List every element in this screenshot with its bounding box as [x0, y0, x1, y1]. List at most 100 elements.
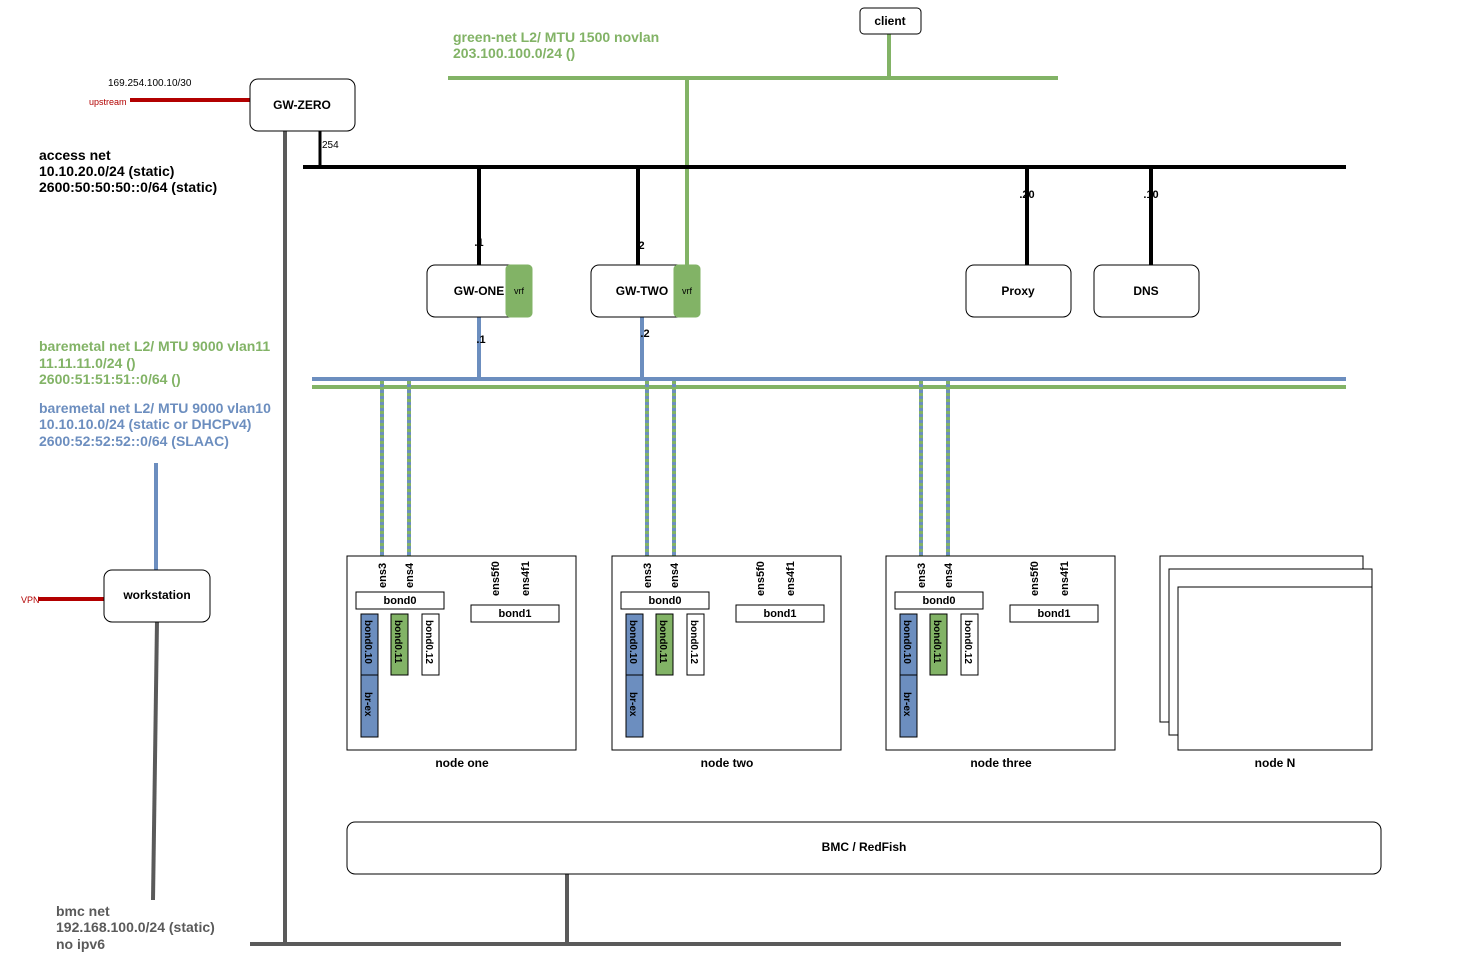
- ens3-label: ens3: [642, 563, 654, 588]
- dns-label: DNS: [1133, 284, 1158, 298]
- gw-one-label: GW-ONE: [454, 284, 504, 298]
- bond0-label: bond0: [649, 595, 682, 607]
- ens5f0-label: ens5f0: [1029, 561, 1041, 596]
- bond0-11-label: bond0.11: [392, 620, 403, 664]
- node-name: node three: [970, 756, 1032, 770]
- green-net-subnet: 203.100.100.0/24 (): [453, 45, 575, 61]
- bond0-11-box: [655, 613, 674, 676]
- bond0-box: [620, 591, 710, 610]
- workstation-bmc-link: [151, 620, 159, 901]
- ens5f0-label: ens5f0: [490, 561, 502, 596]
- node-name: node two: [701, 756, 754, 770]
- baremetal-green-subnet-v6: 2600:51:51:51::0/64 (): [39, 371, 181, 387]
- bond1-box: [1009, 604, 1099, 623]
- access-net-subnet-v4: 10.10.20.0/24 (static): [39, 163, 174, 179]
- ens3-label: ens3: [916, 563, 928, 588]
- ens4f1-label: ens4f1: [785, 561, 797, 596]
- bond0-11-label: bond0.11: [657, 620, 668, 664]
- bond1-box: [470, 604, 560, 623]
- gw-one-vrf-label: vrf: [514, 286, 524, 296]
- bond1-label: bond1: [1038, 608, 1071, 620]
- bond0-12-box: [960, 613, 979, 676]
- proxy-label: Proxy: [1001, 284, 1035, 298]
- ens3-label: ens3: [377, 563, 389, 588]
- gw-two-baremetal-ip: .2: [640, 328, 649, 340]
- bmc-redfish-box[interactable]: [346, 821, 1382, 875]
- node-box: [611, 555, 842, 751]
- bond1-label: bond1: [499, 608, 532, 620]
- baremetal-blue-subnet-v4: 10.10.10.0/24 (static or DHCPv4): [39, 416, 251, 432]
- ens4-label: ens4: [943, 562, 955, 588]
- bond0-12-box: [686, 613, 705, 676]
- bond0-11-box: [929, 613, 948, 676]
- gw-one-baremetal-ip: .1: [476, 334, 485, 346]
- bond0-11-label: bond0.11: [931, 620, 942, 664]
- ens4f1-label: ens4f1: [1059, 561, 1071, 596]
- access-net-title: access net: [39, 147, 111, 163]
- access-net-subnet-v6: 2600:50:50:50::0/64 (static): [39, 179, 217, 195]
- bond0-box: [894, 591, 984, 610]
- bond0-10-label: bond0.10: [901, 620, 912, 664]
- bond0-12-box: [421, 613, 440, 676]
- gw-zero-port: 254: [322, 140, 339, 151]
- gw-one-access-ip: .1: [474, 237, 483, 249]
- bond0-12-label: bond0.12: [688, 620, 699, 664]
- gw-two-access-ip: .2: [635, 240, 644, 252]
- node-box: [885, 555, 1116, 751]
- bmc-net-ipv6: no ipv6: [56, 936, 105, 952]
- node-n[interactable]: node N: [1159, 555, 1373, 770]
- baremetal-blue-title: baremetal net L2/ MTU 9000 vlan10: [39, 400, 271, 416]
- bond1-label: bond1: [764, 608, 797, 620]
- workstation-label: workstation: [122, 588, 190, 602]
- bond0-label: bond0: [384, 595, 417, 607]
- workstation-box[interactable]: [103, 569, 211, 623]
- bmc-redfish-label: BMC / RedFish: [822, 840, 907, 854]
- gw-two-vrf: [673, 264, 701, 318]
- gw-two-label: GW-TWO: [616, 284, 668, 298]
- bmc-net-title: bmc net: [56, 903, 110, 919]
- node-two-ens3-link: [645, 379, 649, 557]
- bond0-10-label: bond0.10: [362, 620, 373, 664]
- dns-box[interactable]: [1093, 264, 1200, 318]
- node-n-stack-front: [1177, 586, 1373, 751]
- br-ex-label: br-ex: [362, 692, 373, 717]
- node-three-ens4-link: [946, 379, 950, 557]
- node-one-ens4-link: [407, 379, 411, 557]
- node-three[interactable]: ens3 ens4 ens5f0 ens4f1 bond0 bond1 bond…: [885, 555, 1116, 770]
- node-two[interactable]: ens3 ens4 ens5f0 ens4f1 bond0 bond1 bond…: [611, 555, 842, 770]
- baremetal-green-subnet-v4: 11.11.11.0/24 (): [39, 355, 136, 371]
- ens4f1-label: ens4f1: [520, 561, 532, 596]
- node-name: node one: [435, 756, 489, 770]
- br-ex-label: br-ex: [627, 692, 638, 717]
- ens4-label: ens4: [669, 562, 681, 588]
- upstream-ip: 169.254.100.10/30: [108, 78, 192, 89]
- bond0-12-label: bond0.12: [423, 620, 434, 664]
- proxy-ip: .20: [1019, 189, 1034, 201]
- bond0-12-label: bond0.12: [962, 620, 973, 664]
- proxy-box[interactable]: [965, 264, 1072, 318]
- node-one-ens3-link: [380, 379, 384, 557]
- client-label: client: [874, 14, 905, 28]
- node-box: [346, 555, 577, 751]
- gw-zero-box[interactable]: [249, 78, 356, 132]
- bond1-box: [735, 604, 825, 623]
- bond0-10-label: bond0.10: [627, 620, 638, 664]
- green-net-title: green-net L2/ MTU 1500 novlan: [453, 29, 659, 45]
- ens4-label: ens4: [404, 562, 416, 588]
- node-two-ens4-link: [672, 379, 676, 557]
- baremetal-green-title: baremetal net L2/ MTU 9000 vlan11: [39, 338, 270, 354]
- gw-two-vrf-label: vrf: [682, 286, 692, 296]
- node-one[interactable]: ens3 ens4 ens5f0 ens4f1 bond0 bond1 bond…: [346, 555, 577, 770]
- bond0-box: [355, 591, 445, 610]
- baremetal-blue-subnet-v6: 2600:52:52:52::0/64 (SLAAC): [39, 433, 229, 449]
- client-box[interactable]: [859, 7, 922, 35]
- bond0-11-box: [390, 613, 409, 676]
- dns-ip: .10: [1143, 189, 1158, 201]
- bmc-net-subnet: 192.168.100.0/24 (static): [56, 919, 215, 935]
- gw-one-vrf: [505, 264, 533, 318]
- node-n-name: node N: [1255, 756, 1296, 770]
- bond0-label: bond0: [923, 595, 956, 607]
- gw-zero-label: GW-ZERO: [273, 98, 331, 112]
- node-three-ens3-link: [919, 379, 923, 557]
